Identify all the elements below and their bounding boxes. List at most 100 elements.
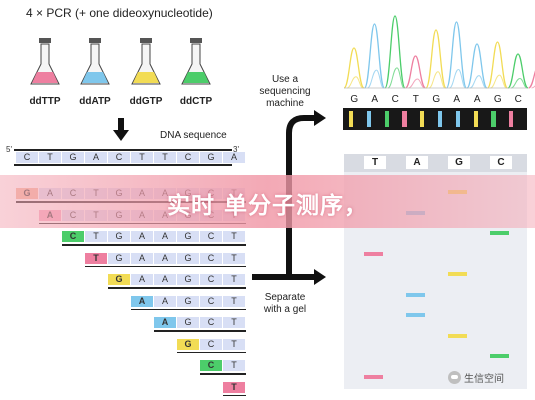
- fragment-base: G: [108, 252, 130, 264]
- template-base: A: [223, 152, 245, 163]
- template-base: A: [85, 152, 107, 163]
- fragment-base: A: [131, 231, 153, 242]
- terminator-base: T: [223, 381, 245, 393]
- fragment-base: T: [223, 231, 245, 242]
- flask-label: ddGTP: [129, 96, 163, 107]
- fragment-base: C: [200, 252, 222, 264]
- fragment-base: G: [177, 252, 199, 264]
- chromatogram-shoulder: [449, 69, 466, 89]
- chromatogram: [343, 15, 535, 89]
- strip-block: [384, 111, 389, 127]
- chromatogram-peak: [445, 21, 468, 89]
- chromatogram-shoulder: [346, 76, 364, 89]
- strip-block: [420, 111, 425, 127]
- read-base: T: [529, 94, 535, 105]
- gel-band: [364, 374, 383, 379]
- terminator-base: C: [200, 360, 222, 371]
- gel-band: [448, 272, 467, 276]
- read-base: G: [432, 94, 441, 105]
- chromatogram-peak: [528, 70, 535, 89]
- gel-band: [448, 333, 467, 338]
- strip-block: [366, 111, 372, 127]
- strip-block: [473, 111, 478, 127]
- watermark: 生信空间: [448, 370, 504, 385]
- fragment-base: T: [223, 295, 245, 307]
- strip-block: [491, 111, 496, 127]
- template-base: G: [200, 152, 222, 163]
- fragment-base: T: [223, 274, 245, 285]
- fragment-base: C: [200, 317, 222, 328]
- read-base: C: [391, 94, 399, 105]
- terminator-base: T: [85, 252, 107, 264]
- fragment-base: C: [200, 338, 222, 350]
- chromatogram-peak: [466, 43, 488, 89]
- read-base: A: [473, 94, 481, 105]
- template-base: T: [39, 152, 61, 163]
- read-base: A: [371, 94, 379, 105]
- chromatogram-peak: [404, 55, 427, 89]
- gel-lane-A: A: [406, 156, 428, 169]
- fragment-base: A: [154, 252, 176, 264]
- overlay-banner: [0, 175, 535, 228]
- strip-block: [349, 111, 354, 127]
- template-base: C: [177, 152, 199, 163]
- gel-lane-G: G: [448, 156, 470, 169]
- fragment-underline: [154, 330, 246, 332]
- diagram-title: 4 × PCR (+ one dideoxynucleotide): [26, 6, 213, 20]
- template-base: G: [62, 152, 84, 163]
- use-machine-label: Use a sequencing machine: [259, 74, 311, 109]
- gel-band: [490, 231, 509, 235]
- flask-ddCTP: [181, 38, 211, 85]
- gel-band: [490, 354, 509, 358]
- fragment-base: T: [223, 360, 245, 371]
- gel-lane-T: T: [364, 156, 386, 169]
- fragment-base: T: [85, 231, 107, 242]
- chromatogram-peak: [486, 41, 509, 89]
- fragment-underline: [62, 244, 246, 246]
- fragment-base: C: [200, 295, 222, 307]
- flask-ddTTP: [30, 38, 60, 85]
- fragment-base: T: [223, 317, 245, 328]
- color-strip: [343, 108, 527, 130]
- read-base: T: [412, 94, 419, 105]
- flask-ddATP: [80, 38, 110, 85]
- fragment-base: A: [154, 295, 176, 307]
- template-bottom-line: [14, 164, 232, 166]
- fragment-underline: [200, 373, 246, 375]
- chromatogram-peak: [507, 53, 529, 89]
- separate-gel-label: Separate with a gel: [263, 292, 307, 315]
- terminator-base: A: [154, 317, 176, 328]
- flask-ddGTP: [131, 38, 161, 85]
- fragment-underline: [131, 308, 246, 310]
- fragment-underline: [177, 351, 246, 353]
- chromatogram-shoulder: [510, 77, 528, 89]
- three-prime-label: 3': [233, 145, 239, 154]
- chromatogram-shoulder: [428, 71, 446, 89]
- gel-band: [406, 313, 425, 317]
- strip-block: [402, 111, 407, 127]
- fragment-base: C: [200, 274, 222, 285]
- branch-arrow-icon: [252, 110, 326, 285]
- chromatogram-shoulder: [387, 67, 405, 89]
- flask-group: [30, 38, 211, 85]
- fragment-base: A: [154, 274, 176, 285]
- fragment-base: A: [131, 252, 153, 264]
- fragment-base: A: [131, 274, 153, 285]
- strip-block: [437, 111, 443, 127]
- fragment-underline: [223, 394, 246, 396]
- read-base: G: [493, 94, 502, 105]
- fragment-base: A: [154, 231, 176, 242]
- chromatogram-shoulder: [490, 74, 507, 89]
- gel-lane-C: C: [490, 156, 512, 169]
- fragment-base: T: [223, 338, 245, 350]
- gel-band: [364, 251, 383, 256]
